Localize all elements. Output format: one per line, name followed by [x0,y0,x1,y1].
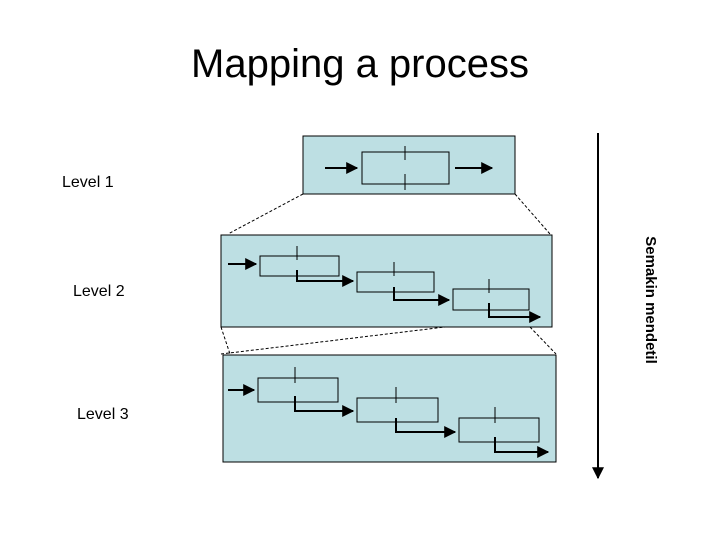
level-2-panel-bg [220,234,553,328]
page-title: Mapping a process [191,42,529,86]
level-1-label: Level 1 [62,174,114,191]
level-2-arrow-2-3 [393,287,451,306]
level-3-label: Level 3 [77,406,129,423]
zoom-line-2-right [529,326,557,355]
zoom-line-2-left-top [220,326,231,355]
level-3-process-box-3 [458,417,540,443]
level-3-arrow-2-3 [395,418,457,438]
level-3-output-arrow [494,437,550,458]
zoom-line-2-left [220,326,446,355]
level-3-arrow-1-2 [294,396,355,417]
level-2-process-box-1 [259,255,340,277]
zoom-line-1-right [514,193,551,235]
level-2-arrow-1-2 [296,270,355,287]
level-2-process-box-2 [356,271,435,293]
level-2-label: Level 2 [73,283,125,300]
level-2-process-box-3 [452,288,530,311]
level-2-output-arrow [488,303,542,323]
level-1-panel [302,135,516,195]
level-3-process-box-2 [356,397,439,423]
level-3-process-box-1 [257,377,339,403]
zoom-line-1-left [227,193,304,235]
level-2-panel [220,234,553,328]
level-3-panel [222,354,557,463]
